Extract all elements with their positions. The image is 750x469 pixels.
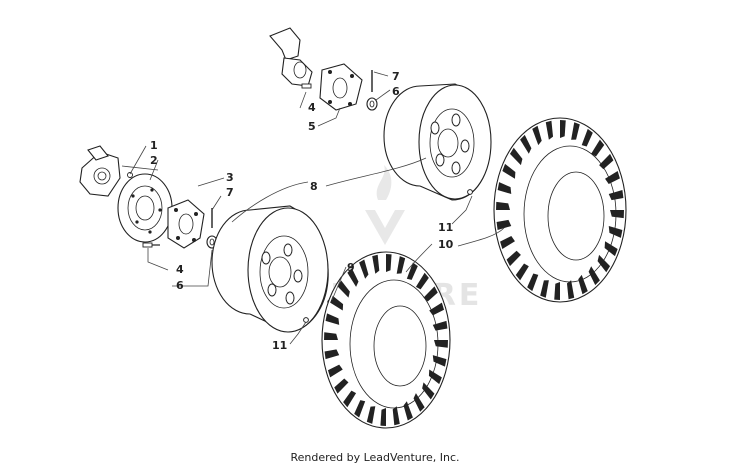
callout-7-left: 7 <box>226 186 234 199</box>
callout-10: 10 <box>438 238 454 251</box>
tread-lug <box>604 241 618 257</box>
tread-lug <box>608 226 623 238</box>
tread-lug <box>578 274 588 295</box>
tread-lug <box>434 340 448 348</box>
tread-lug <box>610 210 624 219</box>
tread-lug <box>515 263 529 281</box>
tread-lug <box>396 256 406 274</box>
tread-lug <box>502 163 516 179</box>
tread-lug <box>432 355 447 367</box>
tread-lug <box>347 268 359 287</box>
callout-5: 5 <box>308 120 316 133</box>
tread-lug <box>327 364 343 378</box>
tread-lug <box>343 390 357 408</box>
tread-lug <box>540 280 549 298</box>
tread-lug <box>506 250 521 267</box>
tread-lug <box>496 201 510 210</box>
tread-lug <box>428 369 442 385</box>
tread-lug <box>372 254 380 274</box>
tread-lug <box>324 349 340 360</box>
right-wheel-rim <box>383 83 492 201</box>
callout-2: 2 <box>150 154 158 167</box>
tread-lug <box>415 272 429 290</box>
left-knuckle <box>79 145 121 197</box>
tread-lug <box>566 280 575 300</box>
tread-lug <box>403 401 413 421</box>
tread-lug <box>588 266 600 286</box>
callout-6-right: 6 <box>392 85 400 98</box>
brake-disc <box>117 173 173 243</box>
callout-4-left: 4 <box>176 263 184 276</box>
tread-lug <box>581 128 593 147</box>
tread-lug <box>432 320 448 331</box>
callout-4-right: 4 <box>308 101 316 114</box>
tread-lug <box>380 408 386 426</box>
tread-lug <box>366 406 376 424</box>
tread-lug <box>599 153 614 170</box>
tread-lug <box>337 280 350 298</box>
tread-lug <box>509 147 523 166</box>
left-hub <box>167 199 205 249</box>
callout-8: 8 <box>310 180 318 193</box>
tread-lug <box>571 122 580 140</box>
right-hub-nut <box>366 97 378 111</box>
tread-lug <box>597 254 611 273</box>
callout-9: 9 <box>347 261 355 274</box>
tread-lug <box>527 273 539 292</box>
callout-3: 3 <box>226 171 234 184</box>
render-credit: Rendered by LeadVenture, Inc. <box>290 451 460 464</box>
callout-1: 1 <box>150 139 158 152</box>
tread-lug <box>386 254 392 272</box>
left-bolt <box>142 242 160 248</box>
tread-lug <box>532 125 542 146</box>
left-wheel-rim <box>211 205 333 333</box>
tread-lug <box>520 134 532 154</box>
tread-lug <box>500 235 515 250</box>
right-knuckle <box>269 27 313 87</box>
tread-lug <box>591 139 605 157</box>
tread-lug <box>334 378 349 394</box>
tread-lug <box>429 302 445 316</box>
tread-lug <box>325 313 340 325</box>
callout-11-right: 11 <box>438 221 453 234</box>
brake-bolt <box>127 172 133 178</box>
tread-lug <box>608 189 624 201</box>
callout-labels: 1 2 3 7 4 6 7 4 6 5 8 9 11 11 10 <box>150 70 454 352</box>
tread-lug <box>560 120 566 138</box>
tread-lug <box>545 120 554 140</box>
tread-lug <box>423 286 438 302</box>
callout-6-left: 6 <box>176 279 184 292</box>
right-tire <box>493 117 627 303</box>
callout-11-left: 11 <box>272 339 287 352</box>
tread-lug <box>422 382 435 400</box>
tread-lug <box>406 262 418 280</box>
tread-lug <box>413 393 425 412</box>
tread-lug <box>554 282 560 300</box>
tread-lug <box>605 170 620 185</box>
tread-lug <box>392 406 400 426</box>
callout-7-right: 7 <box>392 70 400 83</box>
left-tire <box>321 251 451 429</box>
tread-lug <box>330 295 344 311</box>
tread-lug <box>359 259 369 279</box>
tread-lug <box>354 400 366 418</box>
leader-lines <box>121 71 505 345</box>
right-hub <box>319 63 363 111</box>
tread-lug <box>496 219 512 231</box>
right-bolt <box>301 83 312 89</box>
tread-lug <box>497 182 512 194</box>
tread-lug <box>324 332 338 340</box>
